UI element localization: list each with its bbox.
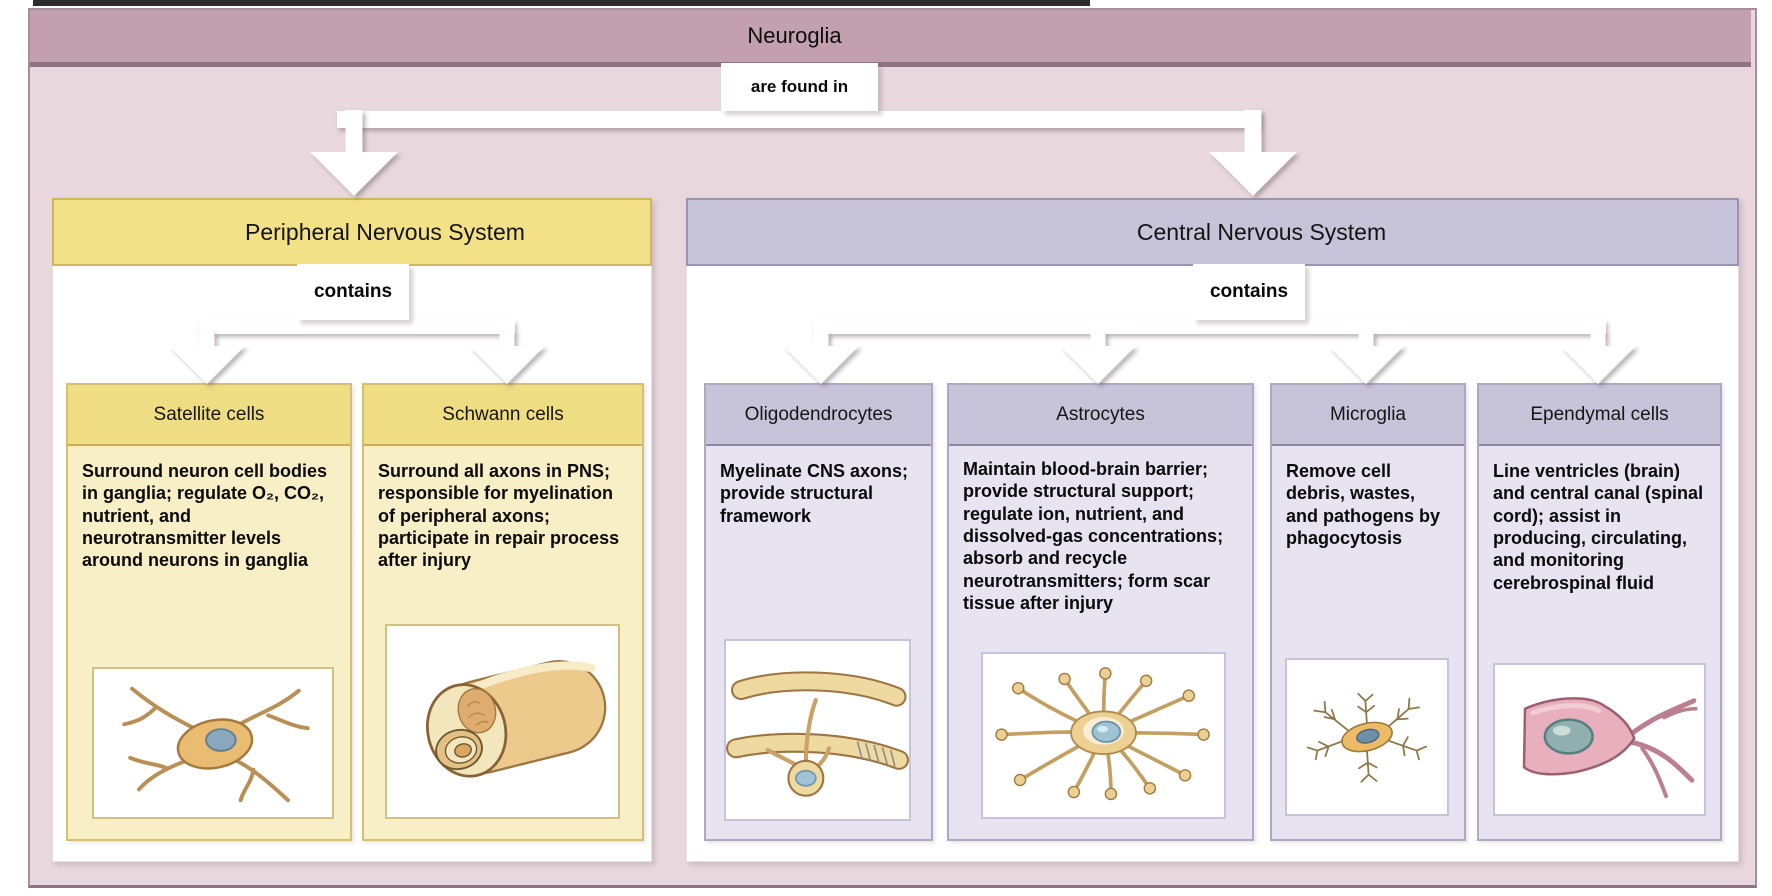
ependymal-cells-description: Line ventricles (brain) and central cana… xyxy=(1493,461,1704,593)
arrow-to-satellite-cells xyxy=(169,332,245,384)
arrow-to-pns xyxy=(310,110,398,196)
figure-title: Neuroglia xyxy=(747,23,842,48)
myelinated-axon-drawing xyxy=(425,660,607,778)
pns-contains-label: contains xyxy=(297,264,409,320)
pns-branch-bar xyxy=(199,320,515,334)
astrocytes-box: Maintain blood-brain barrier; provide st… xyxy=(947,383,1254,841)
microglia-illustration xyxy=(1285,658,1449,816)
arrow-to-oligodendrocytes xyxy=(783,332,859,384)
astrocyte-illustration xyxy=(981,652,1226,819)
satellite-cell-drawing xyxy=(122,686,310,803)
microglia-drawing xyxy=(1306,692,1428,783)
schwann-cells-description: Surround all axons in PNS; responsible f… xyxy=(378,461,620,571)
arrow-to-schwann-cells xyxy=(469,332,545,384)
ependymal-cell-illustration xyxy=(1493,663,1706,816)
ependymal-cell-drawing xyxy=(1522,697,1698,799)
arrow-head-icon xyxy=(783,346,859,384)
arrow-stem xyxy=(345,110,363,154)
arrow-to-microglia xyxy=(1328,332,1404,384)
oligodendrocyte-drawing xyxy=(726,671,909,797)
arrow-stem xyxy=(813,332,829,348)
schwann-cells-title: Schwann cells xyxy=(364,385,642,446)
cns-title: Central Nervous System xyxy=(1136,218,1387,245)
arrow-stem xyxy=(1358,332,1374,348)
arrow-stem xyxy=(499,332,515,348)
oligodendrocytes-description: Myelinate CNS axons; provide structural … xyxy=(720,461,909,526)
arrow-to-cns xyxy=(1209,110,1297,196)
arrow-head-icon xyxy=(169,346,245,384)
oligodendrocytes-box: Oligodendrocytes Myelinate CNS axons; pr… xyxy=(704,383,933,841)
arrow-stem xyxy=(1244,110,1262,154)
pns-title: Peripheral Nervous System xyxy=(245,218,525,245)
astrocytes-title: Astrocytes xyxy=(949,385,1252,446)
astrocyte-drawing xyxy=(995,667,1210,801)
oligodendrocytes-title: Oligodendrocytes xyxy=(706,385,931,446)
arrow-stem xyxy=(1090,332,1106,348)
arrow-stem xyxy=(199,332,215,348)
satellite-cell-illustration xyxy=(92,667,334,819)
oligodendrocyte-illustration xyxy=(724,639,911,821)
root-connector-bar xyxy=(337,111,1260,128)
are-found-in-label: are found in xyxy=(721,63,878,111)
arrow-stem xyxy=(1590,332,1606,348)
cns-contains-label: contains xyxy=(1193,264,1305,320)
arrow-head-icon xyxy=(1560,346,1636,384)
microglia-box: Microglia Remove cell debris, wastes, an… xyxy=(1270,383,1466,841)
ependymal-cells-title: Ependymal cells xyxy=(1479,385,1720,446)
microglia-description: Remove cell debris, wastes, and pathogen… xyxy=(1286,461,1441,548)
arrow-head-icon xyxy=(310,152,398,196)
microglia-title: Microglia xyxy=(1272,385,1464,446)
cns-branch-bar xyxy=(813,320,1606,334)
satellite-cells-description: Surround neuron cell bodies in ganglia; … xyxy=(82,461,328,571)
astrocytes-description: Maintain blood-brain barrier; provide st… xyxy=(963,459,1224,613)
arrow-head-icon xyxy=(1060,346,1136,384)
figure-title-bar: Neuroglia xyxy=(30,10,1751,67)
arrow-to-astrocytes xyxy=(1060,332,1136,384)
arrow-to-ependymal-cells xyxy=(1560,332,1636,384)
myelinated-axon-illustration xyxy=(385,624,620,819)
cns-header: Central Nervous System xyxy=(686,198,1739,266)
window-edge-artifact xyxy=(33,0,1090,6)
arrow-head-icon xyxy=(1328,346,1404,384)
arrow-head-icon xyxy=(469,346,545,384)
schwann-cells-box: Schwann cells Surround all axons in PNS;… xyxy=(362,383,644,841)
satellite-cells-box: Satellite cells Surround neuron cell bod… xyxy=(66,383,352,841)
satellite-cells-title: Satellite cells xyxy=(68,385,350,446)
ependymal-cells-box: Ependymal cells Line ventricles (brain) … xyxy=(1477,383,1722,841)
arrow-head-icon xyxy=(1209,152,1297,196)
pns-header: Peripheral Nervous System xyxy=(52,198,652,266)
